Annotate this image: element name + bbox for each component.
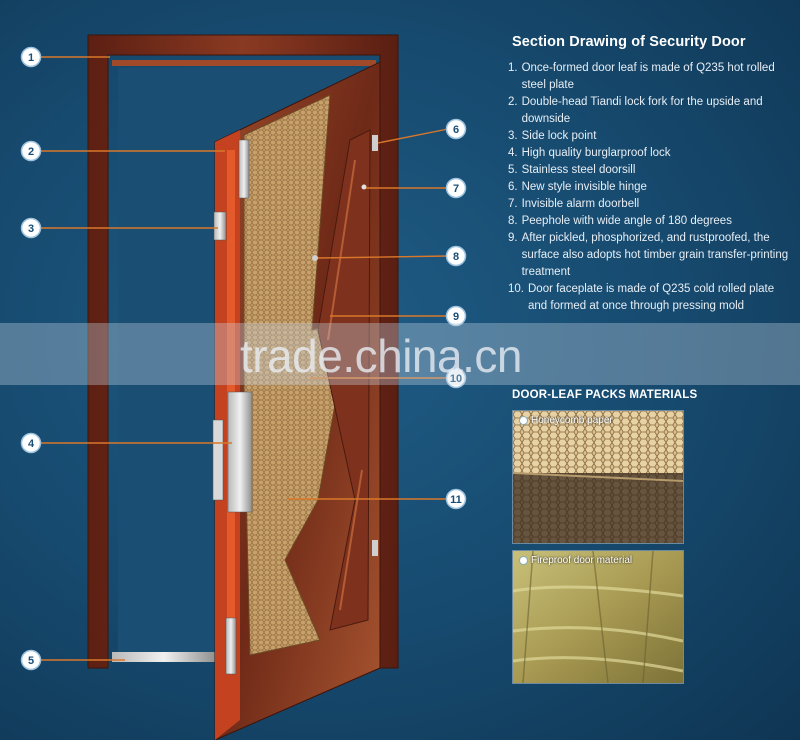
callout-2: 2 <box>20 140 42 162</box>
door-section-drawing: 1 2 3 4 5 6 7 8 9 10 11 <box>20 34 467 740</box>
callout-9: 9 <box>445 305 467 327</box>
spec-text: Double-head Tiandi lock fork for the ups… <box>521 96 763 125</box>
spec-number: 3. <box>508 130 518 142</box>
spec-number: 4. <box>508 147 518 159</box>
callout-6: 6 <box>445 118 467 140</box>
callout-10: 10 <box>445 367 467 389</box>
peephole <box>312 255 318 261</box>
watermark-text: trade.china.cn <box>240 330 522 382</box>
hinge-top <box>372 135 378 151</box>
svg-text:9: 9 <box>453 311 459 323</box>
frame-inner-edge <box>112 60 376 66</box>
svg-text:11: 11 <box>450 494 462 506</box>
spec-item: 10. Door faceplate is made of Q235 cold r… <box>508 281 793 315</box>
callout-3: 3 <box>20 217 42 239</box>
side-lock <box>213 211 227 241</box>
spec-text: New style invisible hinge <box>521 181 647 193</box>
honeycomb-label-text: Honeycomb paper <box>531 415 613 426</box>
svg-text:2: 2 <box>28 146 34 158</box>
svg-text:5: 5 <box>28 655 34 667</box>
spec-item: 3.Side lock point <box>508 128 793 145</box>
spec-text: Once-formed door leaf is made of Q235 ho… <box>521 62 775 91</box>
lock-fork-bottom <box>225 617 237 675</box>
callout-7: 7 <box>445 177 467 199</box>
faceplate-groove <box>327 159 363 611</box>
spec-list: 1.Once-formed door leaf is made of Q235 … <box>508 60 793 315</box>
honeycomb-texture <box>513 411 683 543</box>
doorbell-point <box>361 184 367 190</box>
spec-panel: Section Drawing of Security Door 1.Once-… <box>508 34 793 315</box>
spec-text: Stainless steel doorsill <box>521 164 636 176</box>
hinge-bottom <box>372 540 378 556</box>
fireproof-label: Fireproof door material <box>519 555 632 566</box>
bullet-icon <box>519 416 528 425</box>
callout-4: 4 <box>20 432 42 454</box>
spec-text: Peephole with wide angle of 180 degrees <box>521 215 732 227</box>
spec-item: 1.Once-formed door leaf is made of Q235 … <box>508 60 793 94</box>
spec-text: Invisible alarm doorbell <box>521 198 640 210</box>
spec-item: 5.Stainless steel doorsill <box>508 162 793 179</box>
spec-number: 10. <box>508 283 524 295</box>
svg-text:3: 3 <box>28 223 34 235</box>
spec-number: 1. <box>508 62 518 74</box>
honeycomb-paper-image: Honeycomb paper <box>512 410 684 544</box>
honeycomb-label: Honeycomb paper <box>519 415 613 426</box>
svg-text:4: 4 <box>28 438 35 450</box>
callout-8: 8 <box>445 245 467 267</box>
watermark-band: trade.china.cn <box>0 323 800 385</box>
callout-11: 11 <box>445 488 467 510</box>
svg-text:10: 10 <box>450 373 462 385</box>
spec-text: Door faceplate is made of Q235 cold roll… <box>528 283 775 312</box>
lock-plate <box>212 419 224 501</box>
spec-text: High quality burglarproof lock <box>521 147 671 159</box>
svg-text:8: 8 <box>453 251 459 263</box>
spec-item: 9.After pickled, phosphorized, and rustp… <box>508 230 793 281</box>
doorsill <box>112 652 216 662</box>
callout-markers: 1 2 3 4 5 6 7 8 9 10 11 <box>20 46 467 671</box>
bullet-icon <box>519 556 528 565</box>
callout-1: 1 <box>20 46 42 68</box>
spec-number: 9. <box>508 232 518 244</box>
spec-text: After pickled, phosphorized, and rustpro… <box>521 232 789 278</box>
honeycomb-core <box>243 94 351 656</box>
fireproof-texture <box>513 551 683 683</box>
svg-text:7: 7 <box>453 183 459 195</box>
lock-body <box>227 391 253 513</box>
spec-number: 6. <box>508 181 518 193</box>
spec-item: 2.Double-head Tiandi lock fork for the u… <box>508 94 793 128</box>
page-title: Section Drawing of Security Door <box>512 34 746 50</box>
svg-text:1: 1 <box>28 52 34 64</box>
lock-fork-top <box>238 139 250 199</box>
spec-item: 7.Invisible alarm doorbell <box>508 196 793 213</box>
callout-lines <box>40 56 449 661</box>
door-frame <box>87 34 399 669</box>
spec-number: 5. <box>508 164 518 176</box>
fireproof-material-image: Fireproof door material <box>512 550 684 684</box>
fireproof-label-text: Fireproof door material <box>531 555 633 566</box>
spec-number: 8. <box>508 215 518 227</box>
materials-title: DOOR-LEAF PACKS MATERIALS <box>512 389 698 401</box>
spec-item: 8.Peephole with wide angle of 180 degree… <box>508 213 793 230</box>
spec-item: 6.New style invisible hinge <box>508 179 793 196</box>
callout-5: 5 <box>20 649 42 671</box>
spec-number: 2. <box>508 96 518 108</box>
spec-text: Side lock point <box>521 130 597 142</box>
spec-item: 4.High quality burglarproof lock <box>508 145 793 162</box>
spec-number: 7. <box>508 198 518 210</box>
svg-text:6: 6 <box>453 124 459 136</box>
